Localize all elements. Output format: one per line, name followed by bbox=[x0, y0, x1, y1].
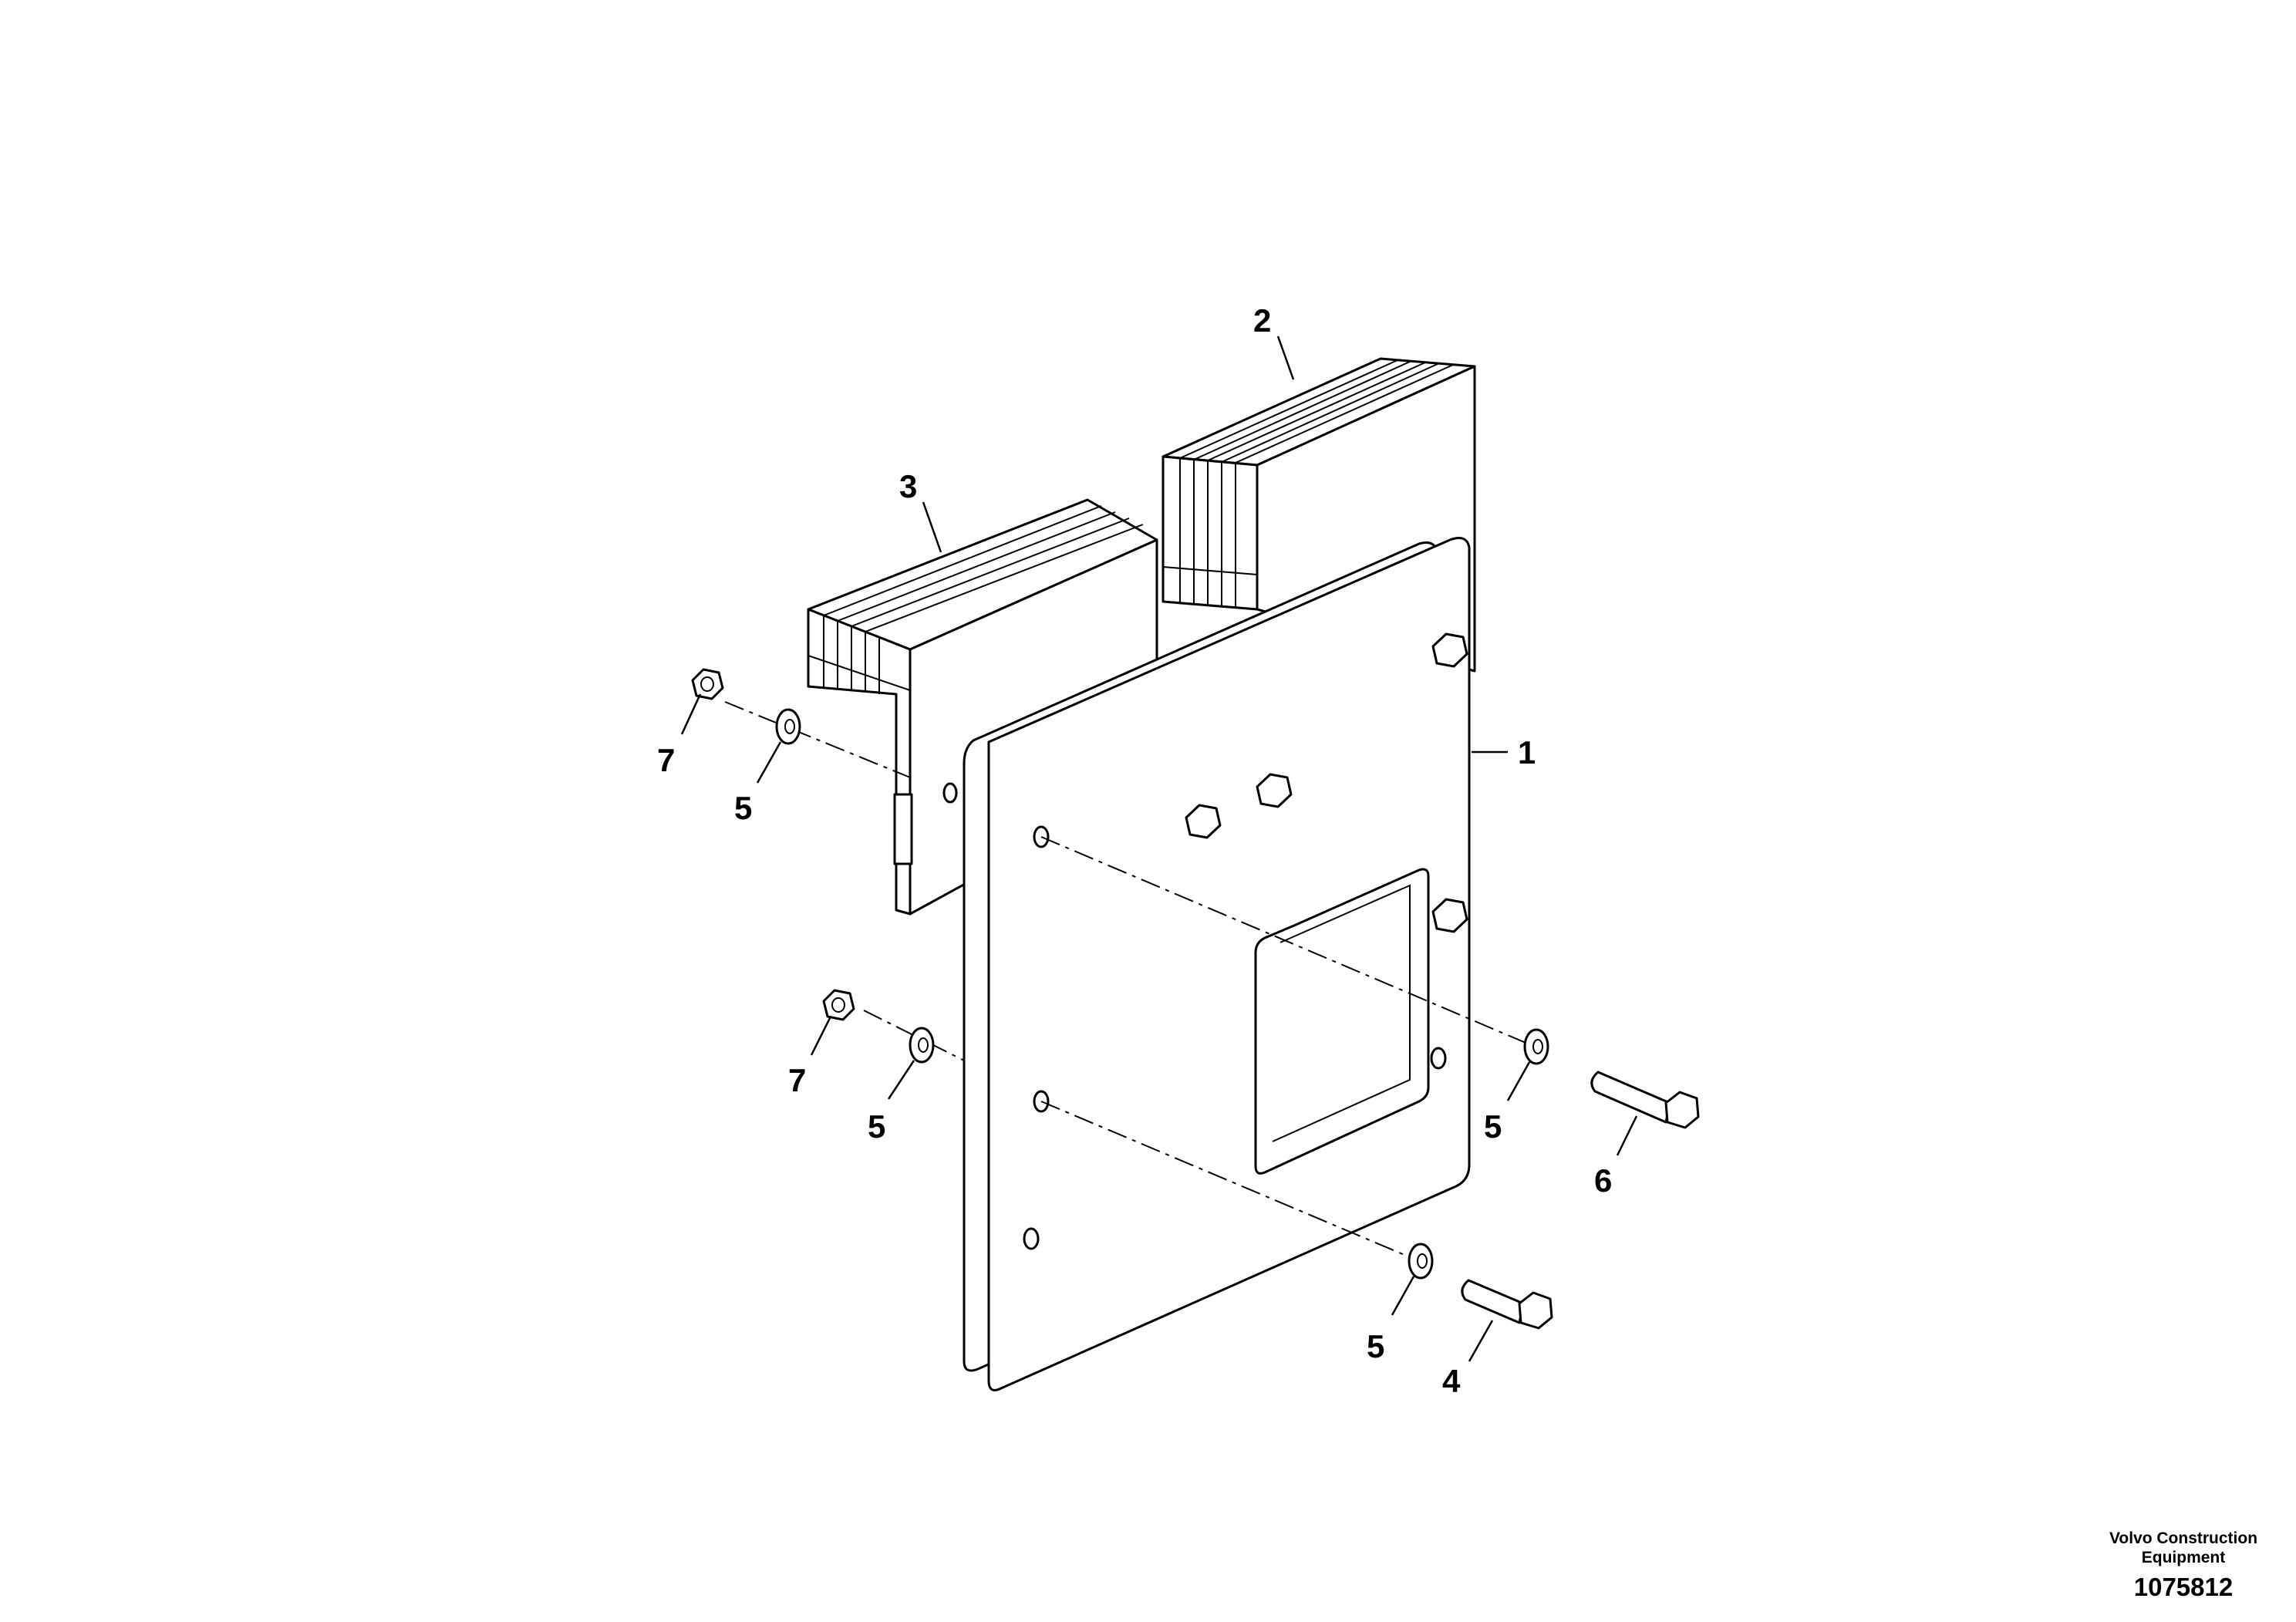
callout-label-1: 1 bbox=[1518, 734, 1536, 771]
credit-line-company: Volvo Construction bbox=[2109, 1529, 2258, 1547]
washer-lower-left bbox=[909, 1027, 935, 1064]
callout-label-6: 6 bbox=[1594, 1162, 1612, 1199]
callout-label-5-right-lower: 5 bbox=[1367, 1328, 1384, 1364]
credit-line-division: Equipment bbox=[2141, 1549, 2226, 1566]
mounting-plate bbox=[942, 537, 1471, 1391]
callout-label-5-lower-left: 5 bbox=[868, 1108, 885, 1145]
drawing-number: 1075812 bbox=[2133, 1573, 2234, 1601]
callout-label-2: 2 bbox=[1253, 302, 1271, 339]
washer-right-upper bbox=[1523, 1028, 1549, 1065]
hex-nut-upper bbox=[691, 668, 724, 700]
washer-upper-left bbox=[775, 708, 801, 745]
bolt-long bbox=[1590, 1071, 1700, 1129]
callout-label-7-upper: 7 bbox=[657, 742, 675, 778]
callout-label-7-lower: 7 bbox=[788, 1062, 806, 1098]
callout-label-5-right-upper: 5 bbox=[1484, 1108, 1502, 1145]
callout-label-3: 3 bbox=[899, 468, 917, 504]
hex-nut-lower bbox=[822, 989, 855, 1021]
bolt-heads-on-plate bbox=[1185, 632, 1468, 933]
callout-leaders bbox=[680, 336, 1638, 1362]
callout-label-5-upper-left: 5 bbox=[734, 790, 752, 826]
callout-label-4: 4 bbox=[1442, 1363, 1461, 1399]
washer-right-lower bbox=[1408, 1243, 1434, 1280]
publisher-credit: Volvo Construction Equipment 1075812 bbox=[2082, 1529, 2284, 1603]
bolt-short bbox=[1461, 1279, 1553, 1330]
